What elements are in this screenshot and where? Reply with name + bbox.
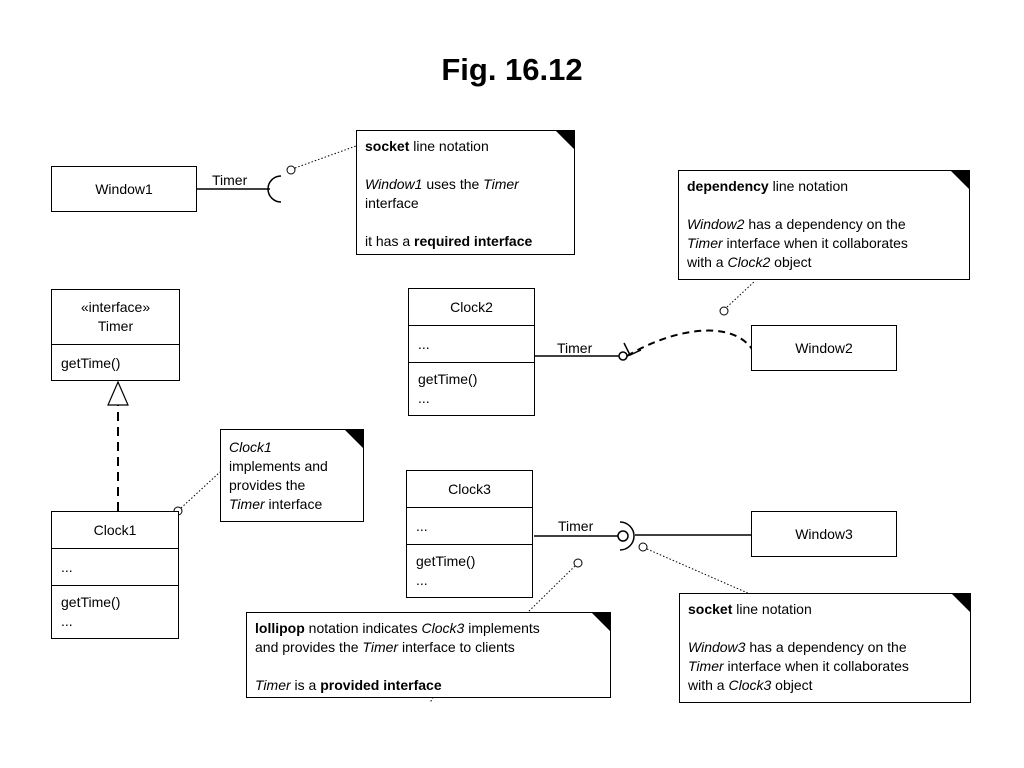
clock2-name: Clock2 [450, 298, 493, 315]
class-clock3: Clock3 ... getTime() ... [406, 470, 533, 598]
class-window3-name: Window3 [795, 526, 853, 542]
note-lollipop-clock3: lollipop notation indicates Clock3 imple… [246, 612, 611, 698]
realization-arrowhead [107, 380, 129, 406]
clock1-attributes: ... [61, 558, 73, 575]
class-clock1: Clock1 ... getTime() ... [51, 511, 179, 639]
clock2-operation-more: ... [418, 390, 430, 406]
class-clock2: Clock2 ... getTime() ... [408, 288, 535, 416]
dependency-curve [626, 329, 753, 357]
lollipop-note-link [524, 565, 576, 616]
label-timer-clock3: Timer [558, 518, 594, 534]
label-timer-clock2: Timer [557, 340, 593, 356]
clock3-lollipop-ball [617, 530, 629, 542]
note-fold-icon [950, 170, 970, 190]
clock3-operation-more: ... [416, 572, 428, 588]
clock1-note-link [180, 471, 221, 509]
socket3-note-link [646, 548, 751, 595]
window1-socket-cup [267, 175, 282, 203]
note-fold-icon [344, 429, 364, 449]
class-window2-name: Window2 [795, 340, 853, 356]
note-dependency-window2: dependency line notation Window2 has a d… [678, 170, 970, 280]
note-fold-icon [951, 593, 971, 613]
timer-operation: getTime() [61, 354, 121, 371]
note-fold-icon [591, 612, 611, 632]
clock3-attributes: ... [416, 517, 428, 534]
class-window1-name: Window1 [95, 181, 153, 197]
socket1-note-anchor [286, 165, 296, 175]
clock2-operation: getTime() [418, 371, 478, 387]
dependency-arrowhead [623, 342, 642, 356]
lollipop-note-tail [429, 696, 434, 704]
note-fold-icon [555, 130, 575, 150]
label-timer-window1: Timer [212, 172, 248, 188]
socket1-note-link [294, 145, 357, 169]
timer-name: Timer [97, 318, 134, 334]
timer-stereotype: «interface» [80, 299, 151, 315]
dependency-note-anchor [719, 306, 729, 316]
note-socket-window1: socket line notation Window1 uses the Ti… [356, 130, 575, 255]
class-window3: Window3 [751, 511, 897, 557]
clock1-operation: getTime() [61, 594, 121, 610]
class-window2: Window2 [751, 325, 897, 371]
dependency-note-link [726, 280, 756, 308]
socket3-note-anchor [638, 542, 648, 552]
clock3-name: Clock3 [448, 480, 491, 497]
clock1-name: Clock1 [93, 521, 137, 538]
lollipop-note-anchor [573, 558, 583, 568]
clock3-operation: getTime() [416, 553, 476, 569]
clock2-attributes: ... [418, 335, 430, 352]
class-timer-interface: «interface» Timer getTime() [51, 289, 180, 381]
note-clock1-implements: Clock1 implements and provides the Timer… [220, 429, 364, 522]
figure-title: Fig. 16.12 [441, 52, 583, 87]
note-socket-window3: socket line notation Window3 has a depen… [679, 593, 971, 703]
class-window1: Window1 [51, 166, 197, 212]
window3-socket-cup [619, 521, 635, 551]
clock1-operation-more: ... [61, 613, 73, 629]
clock2-lollipop-ball [618, 351, 628, 361]
